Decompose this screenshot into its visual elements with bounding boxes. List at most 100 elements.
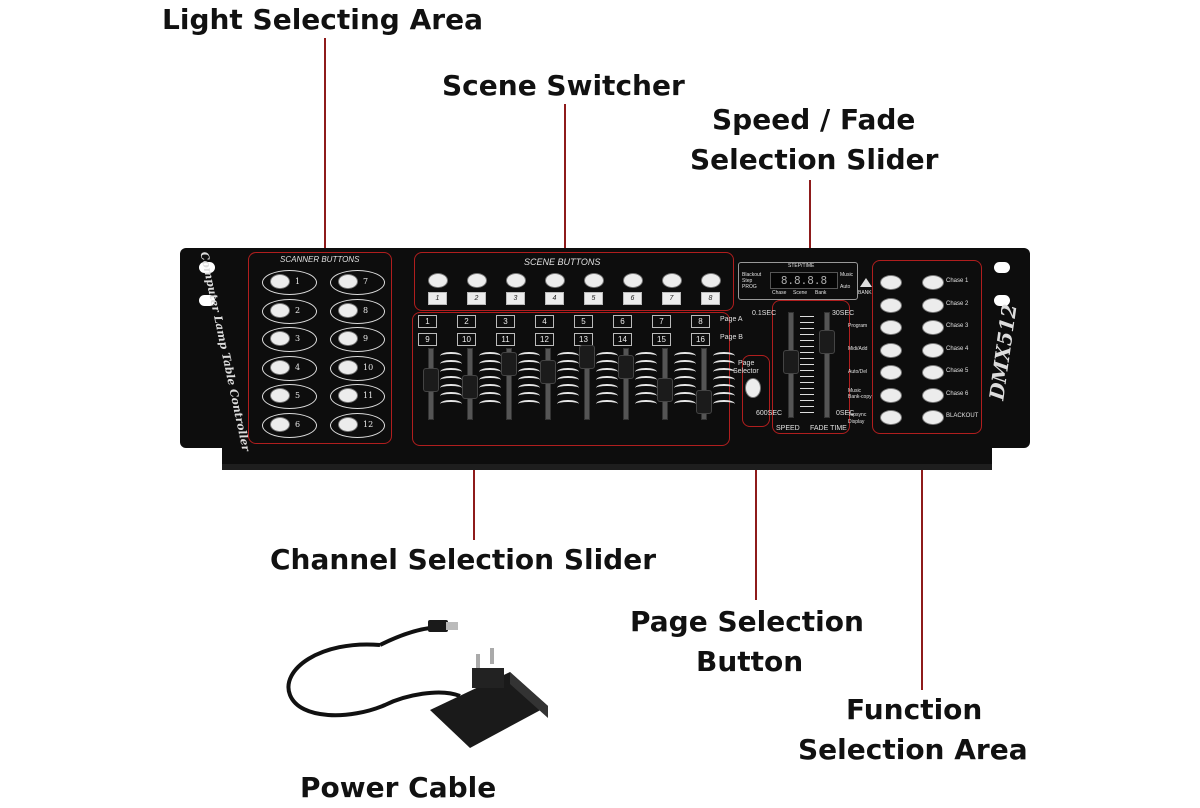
scanner-button-12[interactable] <box>338 416 358 432</box>
fade-top-label: 30SEC <box>832 310 855 317</box>
scene-button-2[interactable] <box>467 273 487 288</box>
channel-scale-mark <box>674 376 696 384</box>
scene-number-label: 1 <box>428 292 447 305</box>
channel-bottom-number: 9 <box>418 333 437 346</box>
chase-button-3[interactable] <box>922 320 944 335</box>
channel-slider-knob-5[interactable] <box>579 345 595 369</box>
scanner-button-label: 2 <box>295 305 301 315</box>
function-button-7[interactable] <box>880 410 902 425</box>
function-left-label: Auto/Del <box>848 369 868 375</box>
channel-scale-mark <box>479 368 501 376</box>
channel-slider-track <box>701 348 707 420</box>
channel-scale-mark <box>635 376 657 384</box>
led-display-panel <box>738 262 858 300</box>
scanner-button-label: 5 <box>295 391 301 400</box>
connector-function-area <box>921 432 923 690</box>
channel-scale-mark <box>596 400 618 408</box>
channel-top-number: 1 <box>418 315 437 328</box>
channel-scale-mark <box>674 352 696 360</box>
scanner-buttons-area <box>248 252 392 444</box>
scanner-button-frame <box>330 298 385 324</box>
fade-slider-knob[interactable] <box>819 330 835 354</box>
scanner-button-label: 11 <box>363 391 374 400</box>
scanner-button-5[interactable] <box>270 388 290 403</box>
scene-button-3[interactable] <box>506 273 526 288</box>
channel-scale-mark <box>440 376 462 384</box>
speed-label: SPEED <box>776 425 800 432</box>
speed-top-label: 0.1SEC <box>752 310 777 317</box>
chase-button-1[interactable] <box>922 275 944 290</box>
mount-hole-left-bottom <box>199 295 215 306</box>
scanner-button-7[interactable] <box>338 274 358 289</box>
scanner-button-1[interactable] <box>270 274 290 289</box>
channel-scale-mark <box>557 400 579 408</box>
fade-slider-track <box>824 312 830 418</box>
scene-button-6[interactable] <box>623 273 643 288</box>
bank-up-arrow-icon[interactable] <box>860 278 872 287</box>
function-button-1[interactable] <box>880 275 902 290</box>
power-cable-illustration <box>286 620 548 748</box>
channel-top-number: 8 <box>691 315 710 328</box>
chase-button-7[interactable] <box>922 410 944 425</box>
fade-bottom-label: 0SEC <box>836 410 855 417</box>
page-selector-button[interactable] <box>745 378 761 398</box>
channel-slider-knob-1[interactable] <box>423 368 439 392</box>
connector-channel-slider <box>473 444 475 540</box>
scene-button-1[interactable] <box>428 273 448 288</box>
chase-button-6[interactable] <box>922 387 944 403</box>
function-selection-area <box>872 260 982 434</box>
chase-button-4[interactable] <box>922 342 944 358</box>
scene-switcher-title: Scene Switcher <box>442 69 685 102</box>
speed-bottom-label: 600SEC <box>756 410 783 417</box>
scene-button-4[interactable] <box>545 273 565 288</box>
page-a-label: Page A <box>720 316 743 323</box>
channel-slider-track <box>506 348 512 420</box>
scene-buttons-area <box>414 252 734 311</box>
function-button-5[interactable] <box>880 365 902 380</box>
scanner-button-6[interactable] <box>270 416 290 432</box>
display-bottom-label-2: Scene <box>793 290 808 296</box>
channel-scale-mark <box>713 384 735 392</box>
channel-slider-title: Channel Selection Slider <box>270 543 657 576</box>
scanner-button-9[interactable] <box>338 331 358 346</box>
channel-slider-knob-8[interactable] <box>696 390 712 414</box>
page-b-label: Page B <box>720 334 743 341</box>
scanner-button-3[interactable] <box>270 331 290 346</box>
scene-button-7[interactable] <box>662 273 682 288</box>
channel-scale-mark <box>596 376 618 384</box>
speed-slider-knob[interactable] <box>783 350 799 374</box>
scene-button-8[interactable] <box>701 273 721 288</box>
channel-bottom-number: 10 <box>457 333 476 346</box>
channel-slider-knob-4[interactable] <box>540 360 556 384</box>
page-selector-label-2: Selector <box>733 368 759 375</box>
page-selection-title-line2: Button <box>696 645 804 678</box>
bank-label: BANK <box>858 290 872 296</box>
scanner-button-10[interactable] <box>338 359 358 375</box>
channel-scale-mark <box>713 376 735 384</box>
scanner-button-frame <box>330 355 385 381</box>
display-bottom-label-3: Bank <box>815 290 827 296</box>
channel-slider-knob-7[interactable] <box>657 378 673 402</box>
chase-button-2[interactable] <box>922 297 944 313</box>
scanner-button-11[interactable] <box>338 388 358 403</box>
channel-scale-mark <box>557 392 579 400</box>
scene-button-5[interactable] <box>584 273 604 288</box>
speed-fade-area <box>772 300 850 434</box>
channel-slider-knob-2[interactable] <box>462 375 478 399</box>
function-button-6[interactable] <box>880 387 902 403</box>
scanner-button-4[interactable] <box>270 359 290 375</box>
scanner-button-2[interactable] <box>270 302 290 318</box>
channel-slider-knob-6[interactable] <box>618 355 634 379</box>
scanner-button-label: 4 <box>295 362 301 372</box>
mount-hole-left-top <box>199 262 215 273</box>
scanner-button-label: 12 <box>363 419 374 429</box>
scanner-button-8[interactable] <box>338 302 358 318</box>
function-button-4[interactable] <box>880 342 902 358</box>
chase-button-5[interactable] <box>922 365 944 380</box>
speed-fade-title-line1: Speed / Fade <box>712 103 916 136</box>
channel-slider-knob-3[interactable] <box>501 352 517 376</box>
function-button-2[interactable] <box>880 297 902 313</box>
function-button-3[interactable] <box>880 320 902 335</box>
channel-scale-mark <box>674 392 696 400</box>
scanner-button-frame <box>262 412 317 438</box>
